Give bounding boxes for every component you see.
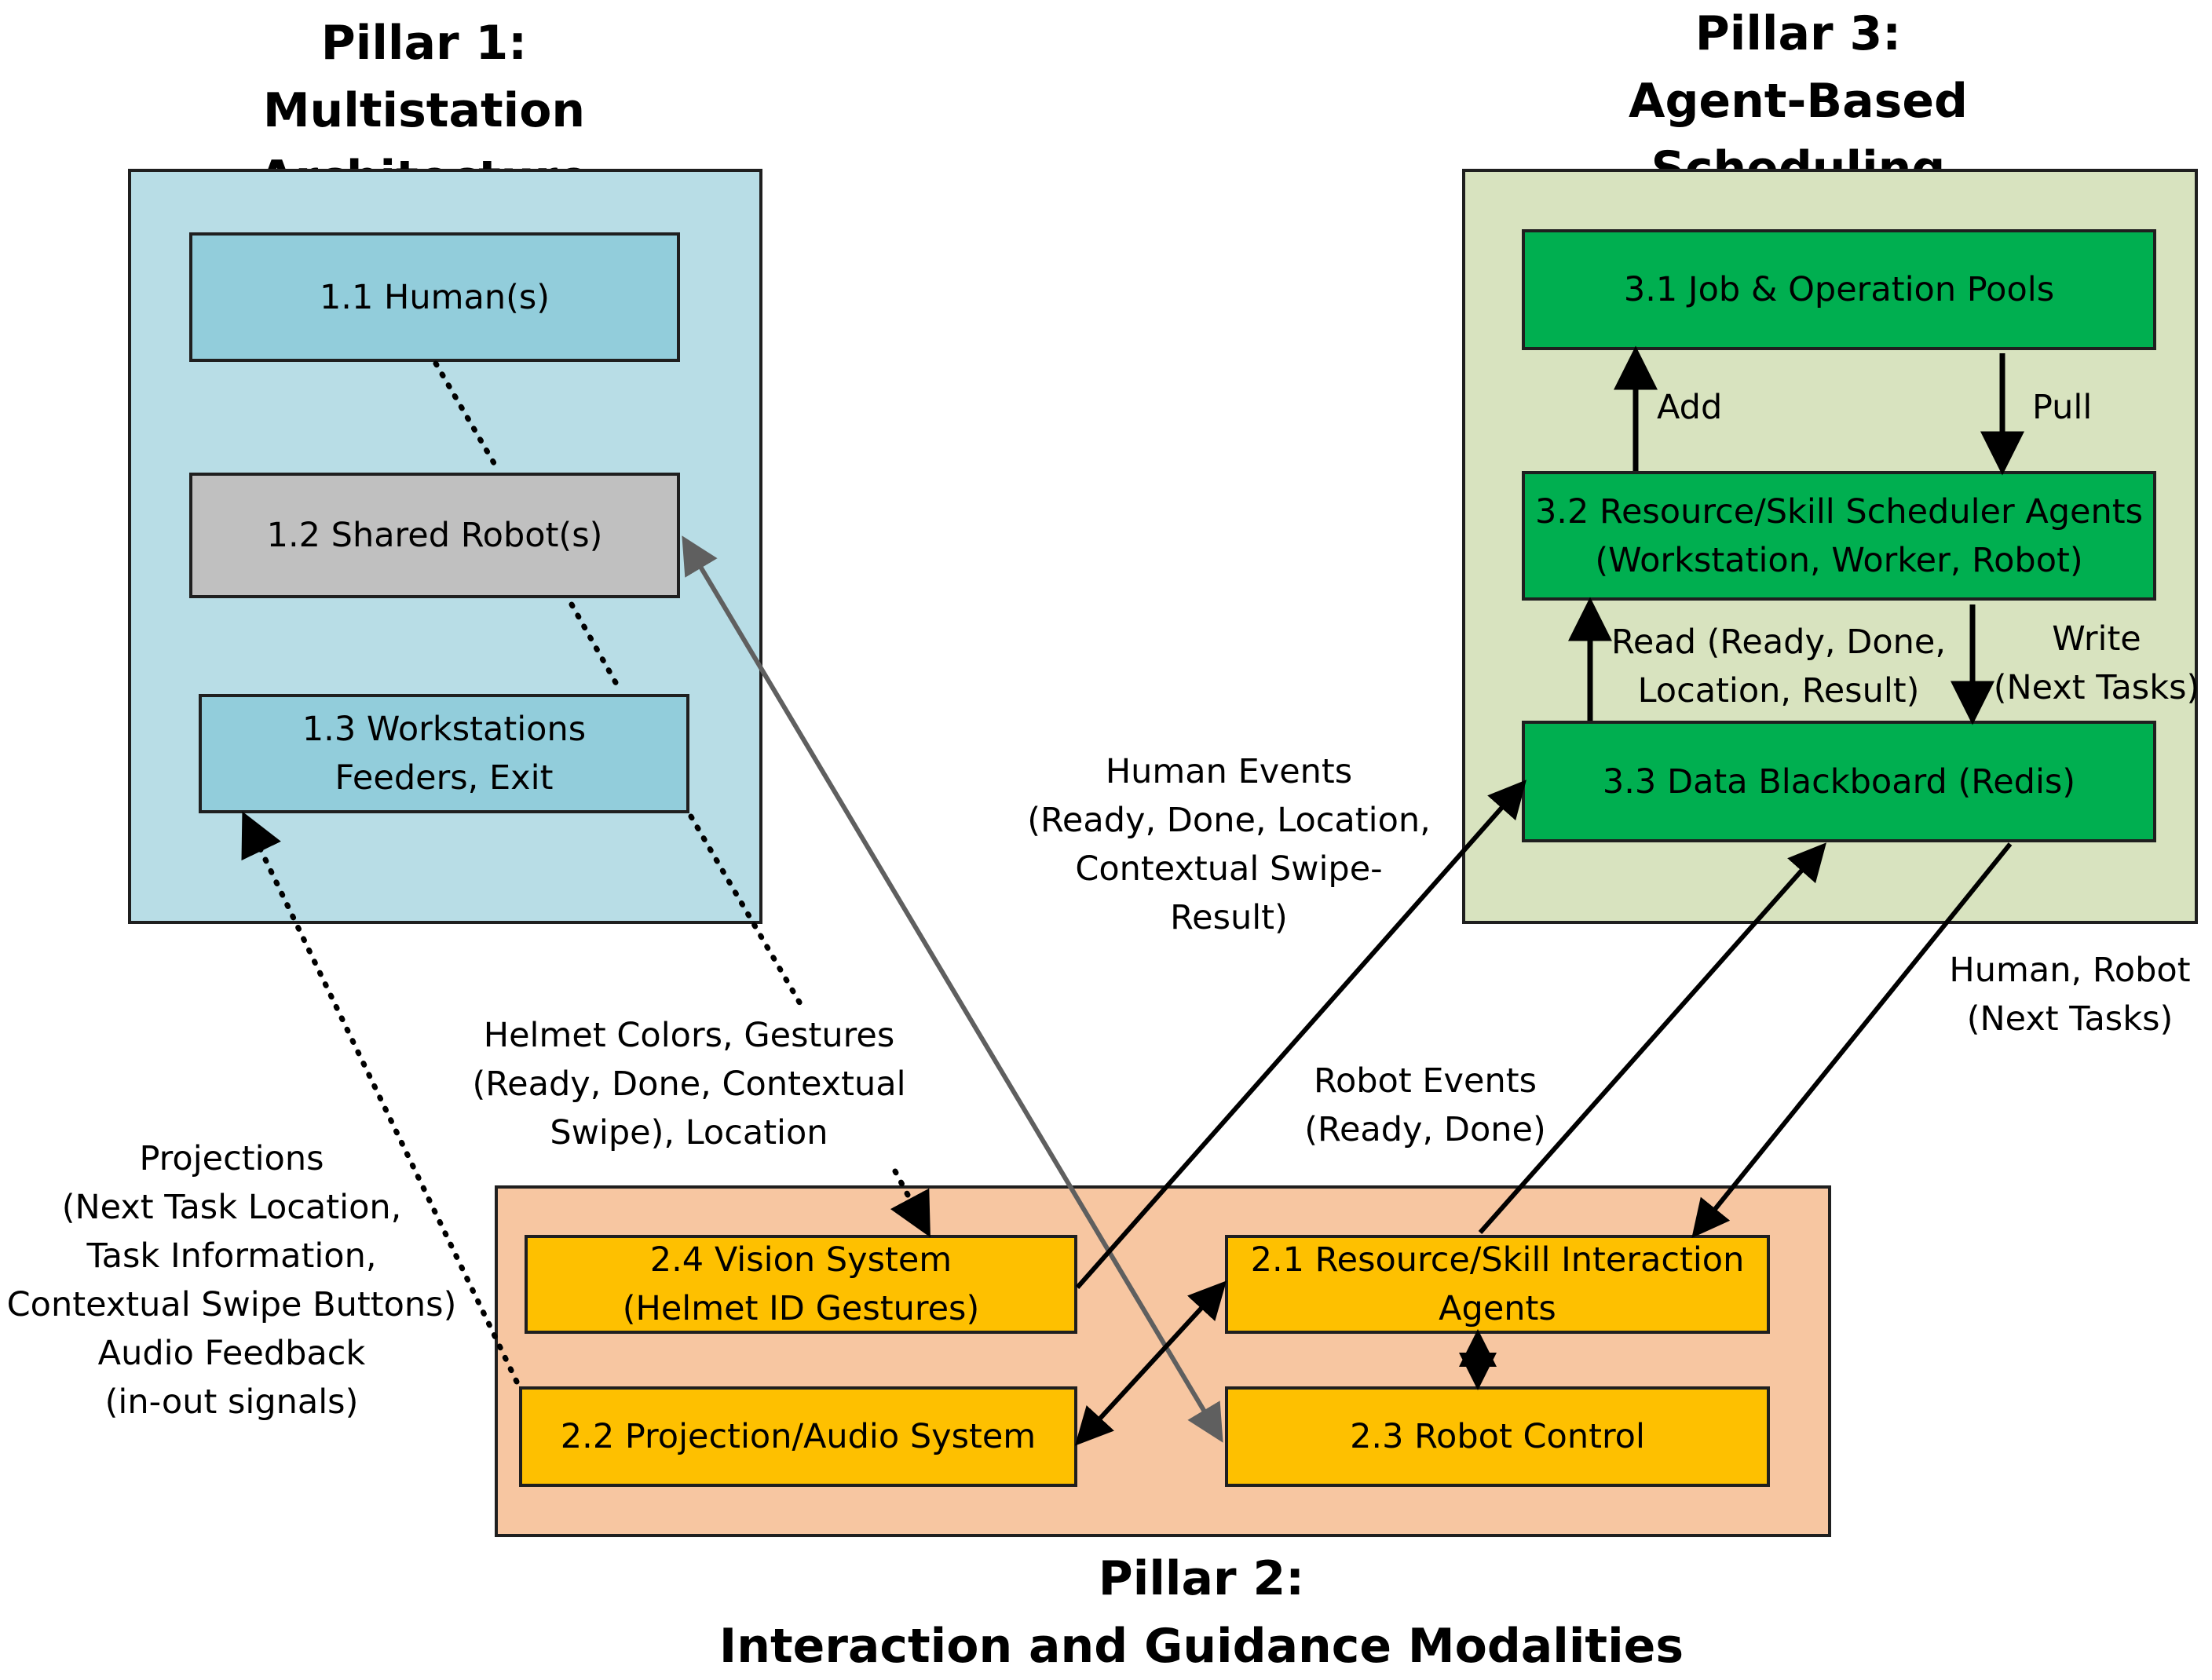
arrow-next-tasks	[1691, 842, 2013, 1239]
dotted-projection-to-workstations	[241, 811, 520, 1385]
humans-node: 1.1 Human(s)	[189, 232, 680, 362]
dotted-helmet-to-vision	[890, 1168, 931, 1238]
arrow-human-events	[1075, 780, 1526, 1289]
label-human-robot-next: Human, Robot (Next Tasks)	[1949, 951, 2191, 1039]
dotted-humans-to-robots	[433, 360, 502, 474]
job-pools-node: 3.1 Job & Operation Pools	[1522, 229, 2156, 350]
scheduler-agents-node: 3.2 Resource/Skill Scheduler Agents (Wor…	[1522, 471, 2156, 601]
robot-control-node: 2.3 Robot Control	[1225, 1386, 1770, 1487]
label-human-events: Human Events (Ready, Done, Location, Con…	[1027, 752, 1431, 937]
label-write: Write (Next Tasks)	[1993, 619, 2200, 707]
dotted-workstations-to-vision	[688, 813, 804, 1008]
pillar2-title: Pillar 2: Interaction and Guidance Modal…	[718, 1551, 1684, 1674]
shared-robots-node: 1.2 Shared Robot(s)	[189, 473, 680, 598]
arrow-robots-robot-control	[682, 535, 1223, 1443]
dotted-robots-to-workstations	[569, 601, 623, 694]
workstations-node: 1.3 Workstations Feeders, Exit	[199, 694, 689, 813]
label-add: Add	[1657, 388, 1723, 427]
arrow-robot-events	[1478, 842, 1826, 1234]
label-pull: Pull	[2032, 388, 2093, 427]
arrow-projection-agents	[1074, 1280, 1227, 1446]
label-helmet: Helmet Colors, Gestures (Ready, Done, Co…	[472, 1016, 906, 1152]
label-projections: Projections (Next Task Location, Task In…	[6, 1139, 457, 1422]
blackboard-node: 3.3 Data Blackboard (Redis)	[1522, 721, 2156, 842]
label-robot-events: Robot Events (Ready, Done)	[1304, 1061, 1546, 1149]
label-read: Read (Ready, Done, Location, Result)	[1611, 623, 1947, 710]
